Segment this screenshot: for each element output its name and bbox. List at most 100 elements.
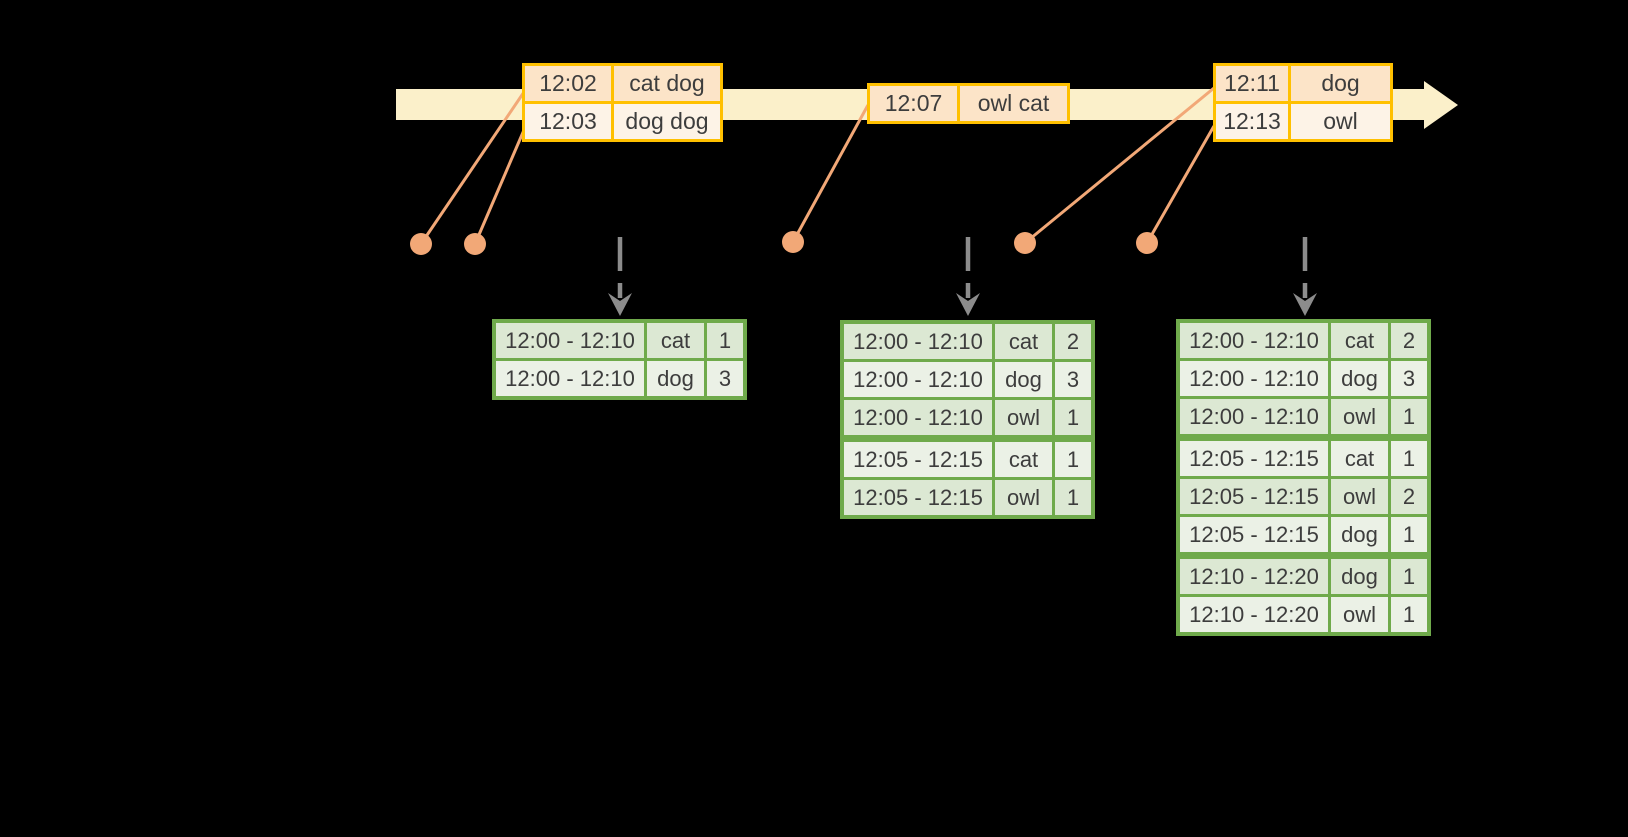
count-cell: 1 [1391,517,1427,552]
window-cell: 12:00 - 12:10 [844,400,992,435]
event-words-cell: owl [1291,104,1390,139]
window-cell: 12:00 - 12:10 [1180,399,1328,434]
result-row: 12:00 - 12:10 dog 3 [1180,361,1427,396]
event-connector-lines [419,86,1216,245]
result-row: 12:05 - 12:15 dog 1 [1180,517,1427,552]
window-cell: 12:00 - 12:10 [1180,323,1328,358]
event-connector-line [1024,86,1215,245]
event-row: 12:13 owl [1216,104,1390,139]
window-cell: 12:05 - 12:15 [1180,479,1328,514]
count-cell: 1 [1055,480,1091,515]
event-row: 12:02 cat dog [525,66,720,101]
trigger-arrowhead-icon [608,293,632,316]
window-cell: 12:00 - 12:10 [496,323,644,358]
word-cell: dog [1331,361,1388,396]
count-cell: 1 [1055,400,1091,435]
event-row: 12:03 dog dog [525,104,720,139]
window-cell: 12:05 - 12:15 [1180,441,1328,476]
word-cell: owl [1331,597,1388,632]
count-cell: 1 [1055,442,1091,477]
event-time-cell: 12:02 [525,66,611,101]
event-marker-dot [1136,232,1158,254]
event-connector-line [419,91,526,245]
event-marker-dot [782,231,804,253]
window-cell: 12:05 - 12:15 [1180,517,1328,552]
word-cell: cat [1331,441,1388,476]
timeline-arrowhead-icon [1424,81,1458,129]
window-cell: 12:00 - 12:10 [496,361,644,396]
window-cell: 12:10 - 12:20 [1180,559,1328,594]
event-marker-dot [464,233,486,255]
trigger-arrowhead-icon [956,293,980,316]
word-cell: owl [1331,399,1388,434]
word-cell: dog [1331,559,1388,594]
count-cell: 1 [1391,597,1427,632]
event-connector-line [791,104,870,243]
count-cell: 1 [1391,559,1427,594]
event-words-cell: owl cat [960,86,1067,121]
word-cell: cat [1331,323,1388,358]
count-cell: 2 [1391,479,1427,514]
result-row: 12:00 - 12:10 dog 3 [496,361,743,396]
window-cell: 12:00 - 12:10 [844,362,992,397]
result-row: 12:05 - 12:15 owl 1 [844,480,1091,515]
trigger-arrows [617,237,1308,298]
count-cell: 3 [1055,362,1091,397]
result-row: 12:05 - 12:15 cat 1 [1180,441,1427,476]
count-cell: 3 [707,361,743,396]
result-table-1: 12:00 - 12:10 cat 1 12:00 - 12:10 dog 3 [492,319,747,400]
event-connector-line [473,129,526,245]
result-row: 12:00 - 12:10 owl 1 [844,400,1091,435]
count-cell: 1 [707,323,743,358]
event-table-3: 12:11 dog 12:13 owl [1213,63,1393,142]
word-cell: owl [995,480,1052,515]
count-cell: 2 [1055,324,1091,359]
result-row: 12:05 - 12:15 owl 2 [1180,479,1427,514]
window-cell: 12:10 - 12:20 [1180,597,1328,632]
result-row: 12:00 - 12:10 cat 2 [844,324,1091,359]
window-cell: 12:05 - 12:15 [844,480,992,515]
trigger-arrowhead-icon [1293,293,1317,316]
result-table-3: 12:00 - 12:10 cat 2 12:00 - 12:10 dog 3 … [1176,319,1431,636]
event-words-cell: cat dog [614,66,720,101]
event-table-2: 12:07 owl cat [867,83,1070,124]
result-row: 12:00 - 12:10 dog 3 [844,362,1091,397]
result-row: 12:10 - 12:20 dog 1 [1180,559,1427,594]
word-cell: cat [995,442,1052,477]
count-cell: 1 [1391,399,1427,434]
event-row: 12:07 owl cat [870,86,1067,121]
event-marker-dot [1014,232,1036,254]
count-cell: 3 [1391,361,1427,396]
result-row: 12:05 - 12:15 cat 1 [844,442,1091,477]
word-cell: owl [995,400,1052,435]
event-marker-dots [410,231,1158,255]
event-time-cell: 12:11 [1216,66,1288,101]
event-words-cell: dog [1291,66,1390,101]
trigger-arrowheads [608,293,1317,316]
event-connector-line [1145,125,1216,244]
event-time-cell: 12:07 [870,86,957,121]
word-cell: cat [995,324,1052,359]
event-words-cell: dog dog [614,104,720,139]
count-cell: 1 [1391,441,1427,476]
word-cell: cat [647,323,704,358]
event-time-cell: 12:13 [1216,104,1288,139]
result-row: 12:00 - 12:10 owl 1 [1180,399,1427,434]
count-cell: 2 [1391,323,1427,358]
result-row: 12:00 - 12:10 cat 1 [496,323,743,358]
window-cell: 12:00 - 12:10 [1180,361,1328,396]
window-cell: 12:00 - 12:10 [844,324,992,359]
result-row: 12:10 - 12:20 owl 1 [1180,597,1427,632]
result-table-2: 12:00 - 12:10 cat 2 12:00 - 12:10 dog 3 … [840,320,1095,519]
result-row: 12:00 - 12:10 cat 2 [1180,323,1427,358]
word-cell: dog [647,361,704,396]
window-cell: 12:05 - 12:15 [844,442,992,477]
event-time-cell: 12:03 [525,104,611,139]
word-cell: dog [1331,517,1388,552]
event-row: 12:11 dog [1216,66,1390,101]
word-cell: owl [1331,479,1388,514]
word-cell: dog [995,362,1052,397]
event-marker-dot [410,233,432,255]
